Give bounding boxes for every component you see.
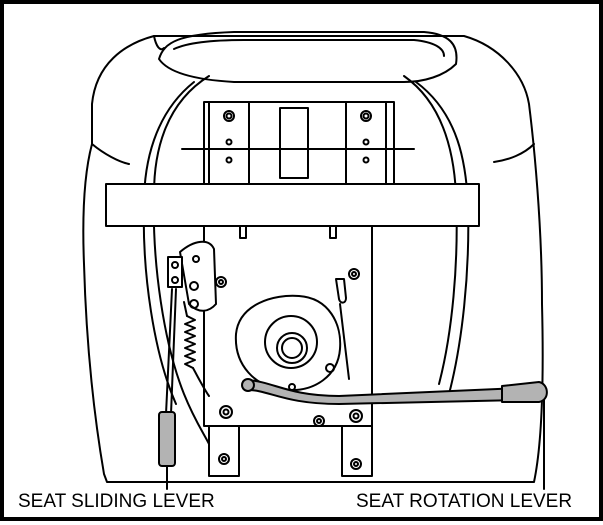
slide-bracket (179, 240, 217, 312)
upper-mount-center-block (279, 107, 309, 179)
cushion-inner-curve-left (152, 75, 210, 445)
seat-sliding-lever-rod (165, 288, 173, 415)
seat-sliding-lever-grip (158, 411, 176, 467)
seat-cushion-outline (82, 35, 544, 483)
seat-top-strap (158, 31, 458, 83)
seat-sliding-lever-label: SEAT SLIDING LEVER (18, 491, 215, 512)
cushion-side-panel-left (91, 143, 130, 165)
cushion-inner-curve-right-2 (415, 81, 470, 395)
lower-leg-left (208, 425, 240, 477)
cushion-side-panel-right (493, 143, 535, 163)
seat-rotation-lever-label: SEAT ROTATION LEVER (356, 491, 573, 512)
lower-leg-right (341, 425, 373, 477)
rotation-lock-slot (335, 278, 347, 304)
seat-rotation-lever-grip (501, 381, 548, 403)
upper-mount-right-bracket (345, 101, 387, 185)
cross-beam (105, 183, 480, 227)
seat-underside-illustration (82, 31, 548, 490)
strap-cord (153, 35, 165, 51)
slide-spring (184, 315, 196, 369)
seat-top-strap-inner (173, 39, 445, 57)
